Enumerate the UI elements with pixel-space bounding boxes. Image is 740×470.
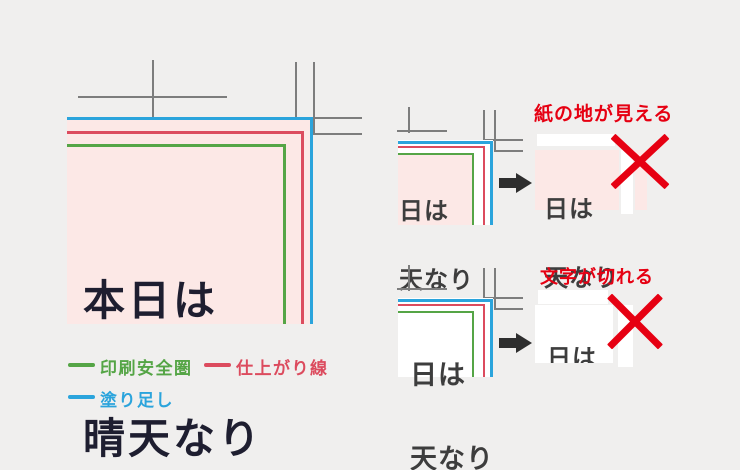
caption-paper-visible: 紙の地が見える (534, 103, 674, 125)
crop-mark (295, 62, 297, 118)
mini1-text-line1: 日は (399, 197, 449, 225)
mini1-trim-line-right (483, 146, 485, 225)
ex2-after-offcut-top: 日は 天なり (538, 290, 608, 304)
safe-line-right (283, 144, 286, 324)
mini1-trim-line-top (398, 146, 484, 148)
ex1-after-card (535, 150, 619, 210)
caption-text-cutoff: 文字が切れる (540, 267, 654, 288)
crop-mark (483, 268, 485, 300)
main-design-background (67, 117, 311, 324)
arrow-right-icon (499, 338, 517, 348)
ex2-sliver-line1: 日は (618, 347, 627, 367)
legend-swatch-safe-zone (68, 363, 95, 367)
crop-mark (408, 265, 410, 291)
mini1-bleed-line-top (398, 141, 493, 144)
main-design-text-line1: 本日は (83, 276, 219, 325)
main-design-text: 本日は 晴天なり (83, 186, 263, 470)
mini2-trim-line-right (483, 304, 485, 377)
ex1-after-offcut-top (537, 134, 615, 146)
ex2-after-card-text: 日は 天なり (547, 305, 613, 363)
legend-label-bleed: 塗り足し (100, 391, 174, 411)
trim-line-right (301, 131, 304, 324)
legend-swatch-bleed (68, 395, 95, 399)
mini2-bleed-line-right (490, 299, 493, 377)
crop-mark (78, 96, 227, 98)
bleed-line-right (310, 117, 313, 324)
crop-mark (313, 62, 315, 134)
crop-mark (313, 133, 362, 135)
arrow-right-icon (499, 178, 517, 188)
crop-mark (494, 308, 523, 310)
ex1-after-text-line1: 日は (544, 195, 594, 223)
mini1-safe-line-right (472, 153, 474, 225)
crop-mark (494, 110, 496, 151)
crop-mark (494, 150, 523, 152)
crop-mark (397, 130, 447, 132)
crop-mark (483, 297, 523, 299)
mini2-text: 日は 天なり (410, 306, 494, 470)
arrow-right-icon (516, 333, 532, 353)
crop-mark (408, 107, 410, 133)
crop-mark (397, 288, 447, 290)
mini1-bleed-line-right (490, 141, 493, 225)
legend-label-safe-zone: 印刷安全圏 (100, 359, 193, 379)
bleed-line-top (67, 117, 313, 120)
trim-line-top (67, 131, 304, 134)
mini2-safe-line-top (398, 311, 474, 313)
ex2-card-line1: 日は (547, 344, 597, 363)
mini2-safe-line-right (472, 311, 474, 377)
mini2-text-line1: 日は (410, 360, 466, 391)
crop-mark (152, 60, 154, 146)
safe-line-top (67, 144, 286, 147)
mini1-safe-line-top (398, 153, 474, 155)
crop-mark (483, 110, 485, 142)
crop-mark (494, 268, 496, 309)
mini1-design-background (398, 155, 474, 225)
legend-swatch-trim-line (204, 363, 231, 367)
ex2-after-offcut-top-text: 日は 天なり (547, 292, 608, 304)
mini2-bleed-line-top (398, 299, 493, 302)
mini2-text-line2: 天なり (410, 444, 494, 470)
crop-mark (313, 117, 362, 119)
crop-mark (483, 139, 523, 141)
legend-label-trim-line: 仕上がり線 (236, 359, 329, 379)
ex2-after-card: 日は 天なり (535, 305, 613, 363)
arrow-right-icon (516, 173, 532, 193)
main-design-text-line2: 晴天なり (83, 414, 264, 463)
mini2-trim-line-top (398, 304, 484, 306)
